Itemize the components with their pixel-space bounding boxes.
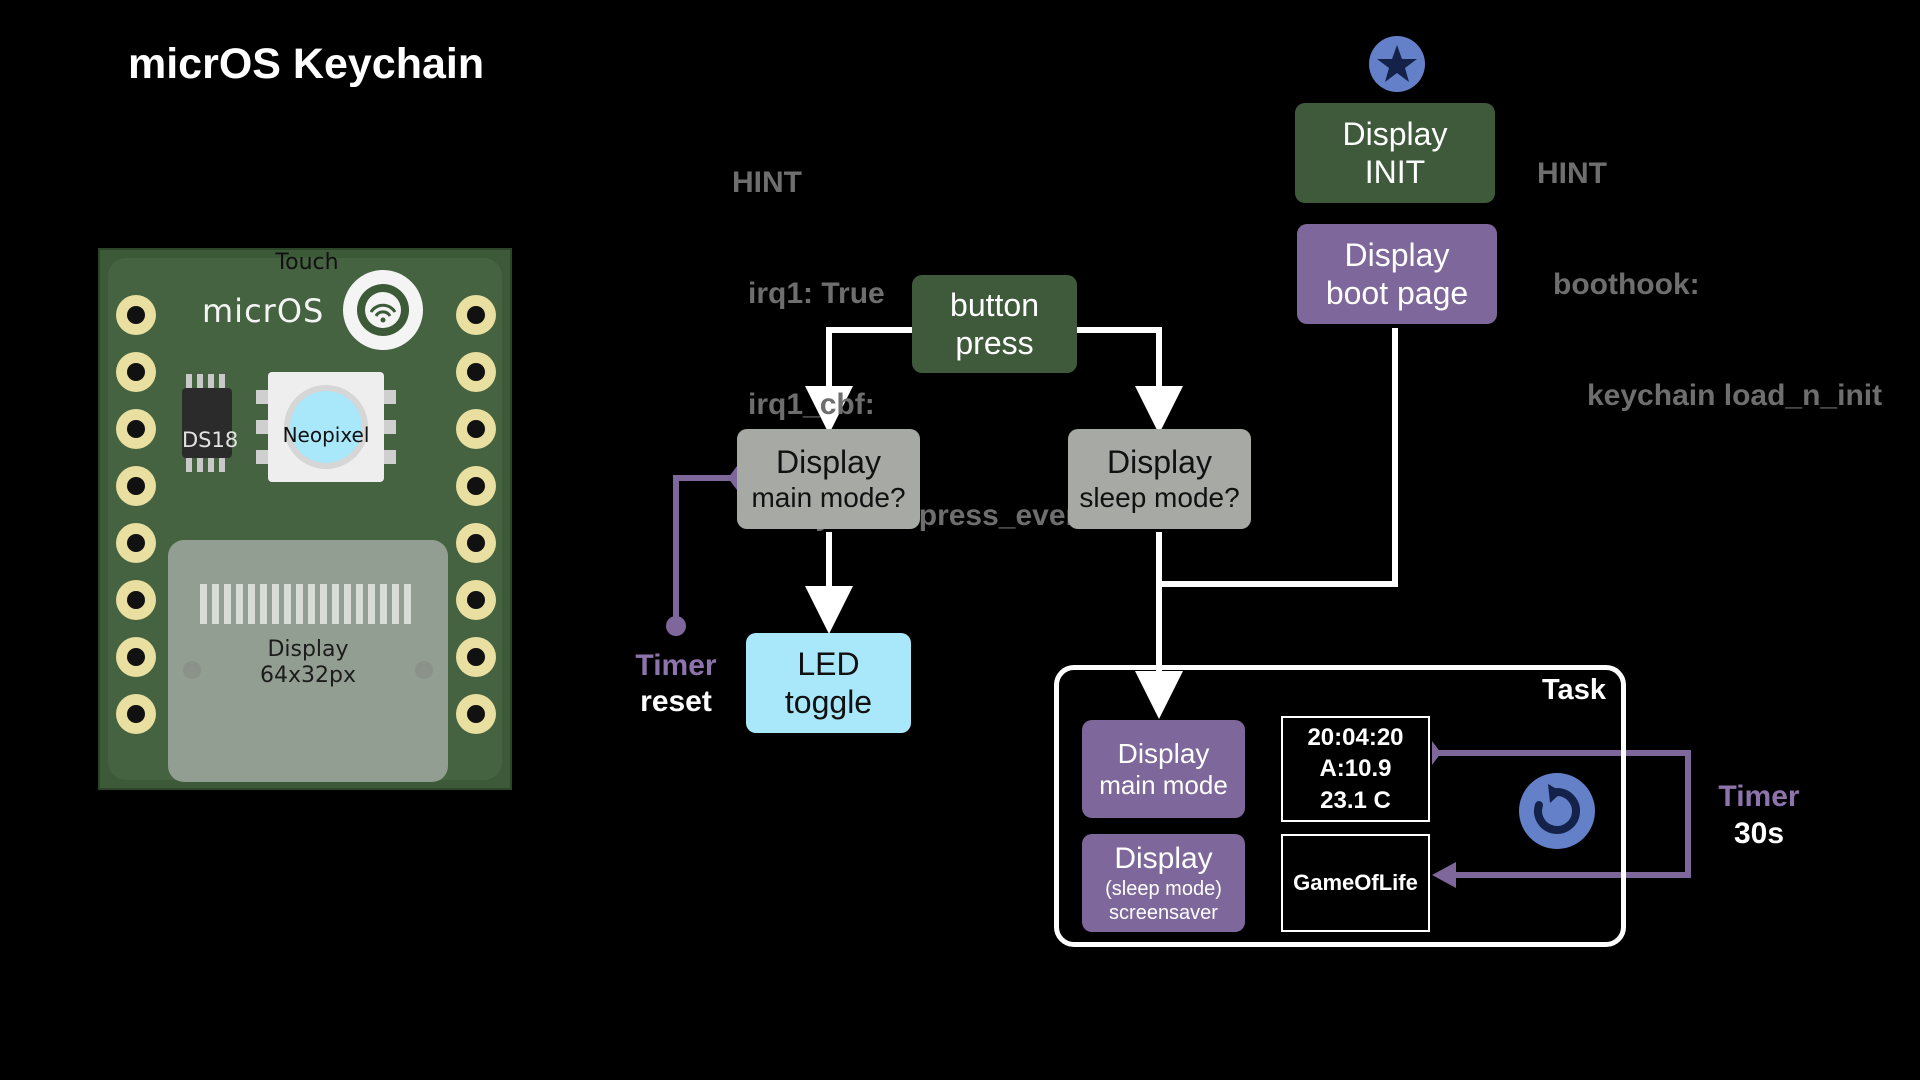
screen-main-readout: 20:04:20 A:10.9 23.1 C [1281,716,1430,822]
node-text: Display [1342,115,1448,152]
gear-wifi-icon [343,270,423,350]
hint-line: boothook: [1553,268,1700,301]
ds18-chip [182,388,232,458]
node-text: INIT [1364,154,1426,190]
node-text: Display [1117,737,1210,769]
timer-reset-connector [673,475,737,626]
node-text: Display [1114,842,1213,875]
node-sleep-mode-question: Display sleep mode? [1068,429,1251,529]
timer-loop-start-tip [1432,741,1441,765]
node-display-screensaver: Display (sleep mode) screensaver [1082,834,1245,932]
timer-reset-tip [728,466,737,490]
page-title: micrOS Keychain [128,40,485,88]
hint-line: irq1_cbf: [748,388,875,421]
node-text: (sleep mode) [1105,878,1222,900]
pcb-ds18-label: DS18 [182,428,239,452]
node-display-init: Display INIT [1295,103,1495,203]
node-button-press: button press [912,275,1077,373]
pcb-brand-label: micrOS [202,292,325,330]
hint-line: keychain load_n_init [1587,379,1883,412]
hint-heading: HINT [1537,157,1607,190]
node-main-mode-question: Display main mode? [737,429,920,529]
pcb-display-label: Display 64x32px [220,637,396,689]
node-text: LED [797,645,860,682]
label-text: 30s [1733,817,1785,850]
pcb-touch-label: Touch [275,250,339,275]
node-text: Display [776,444,881,480]
screen-text: A:10.9 [1319,755,1392,783]
timer-loop-connector [1432,750,1691,878]
hint-boothook: HINT boothook: keychain load_n_init [1537,81,1882,451]
refresh-icon [1518,772,1596,850]
line-boot-to-join [1159,328,1398,587]
timer-reset-label: Timer reset [635,648,717,720]
node-text: Display [1344,236,1450,273]
node-text: press [955,325,1034,361]
task-label: Task [1542,674,1606,706]
pads-right [456,295,496,734]
screen-gameoflife: GameOfLife [1281,834,1430,932]
screen-text: GameOfLife [1293,869,1418,895]
pcb-board: Touch micrOS DS18 Neopixel Display 64x32… [98,248,512,790]
hint-line: irq1: True [748,277,885,310]
timer-30s-label: Timer 30s [1714,778,1804,852]
pcb-artwork [108,258,502,782]
node-text: toggle [784,684,873,720]
node-text: Display [1107,444,1212,480]
node-text: boot page [1325,275,1469,311]
node-text: screensaver [1109,902,1218,924]
node-text: main mode [1099,770,1228,801]
pcb-neopixel-label: Neopixel [282,423,370,447]
arrow-button-to-main [805,327,913,434]
label-text: Timer [635,649,717,682]
pcb-display-label-line: Display [267,637,349,662]
hint-heading: HINT [732,166,802,199]
node-display-boot-page: Display boot page [1297,224,1497,324]
label-text: Timer [1718,780,1800,813]
pads-left [116,295,156,734]
node-text: button [950,286,1039,323]
arrow-button-to-sleep [1075,327,1183,434]
timer-loop-arrowhead [1432,862,1456,888]
label-text: reset [640,685,712,718]
screen-text: 23.1 C [1320,786,1391,814]
node-led-toggle: LED toggle [746,633,911,733]
task-frame [1054,665,1626,947]
star-icon [1368,35,1426,93]
node-text: main mode? [751,482,906,514]
timer-reset-dot [666,616,686,636]
screen-text: 20:04:20 [1307,724,1404,752]
node-text: sleep mode? [1079,482,1240,514]
node-display-main-mode: Display main mode [1082,720,1245,818]
pcb-display-label-line: 64x32px [260,663,356,688]
